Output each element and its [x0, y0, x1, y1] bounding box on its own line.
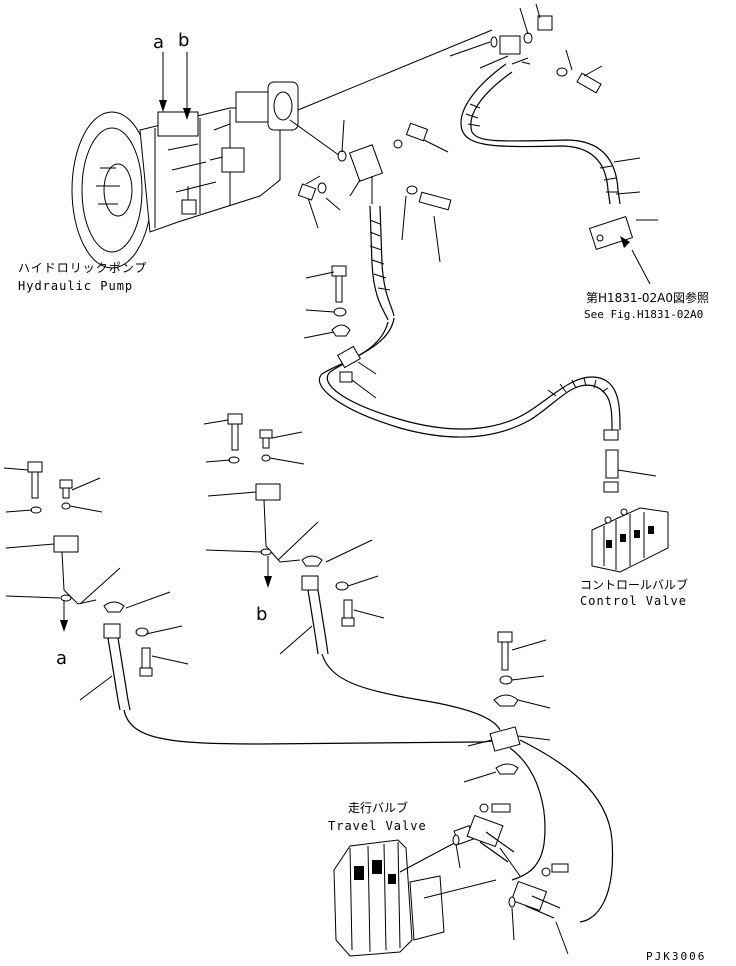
pump-label-en: Hydraulic Pump	[18, 279, 133, 293]
top-right-fittings	[297, 3, 658, 285]
marker-b-bottom: b	[256, 604, 267, 625]
pump-label-jp: ハイドロリックポンプ	[18, 261, 147, 275]
travel-valve-drawing	[333, 803, 569, 957]
control-valve-hose	[303, 205, 657, 493]
drawing-code: PJK3006	[646, 950, 706, 963]
marker-arrows-top	[159, 52, 191, 120]
marker-a-top: a	[153, 32, 164, 53]
reference-label-en: See Fig.H1831-02A0	[584, 308, 703, 321]
travel-valve-hoses	[123, 631, 614, 923]
control-valve-label-en: Control Valve	[580, 594, 687, 608]
travel-valve-label-en: Travel Valve	[328, 819, 427, 833]
pump-manifold-parts	[289, 119, 452, 263]
marker-a-bottom: a	[56, 648, 67, 669]
control-valve-label-jp: コントロールバルブ	[580, 577, 688, 592]
control-valve-drawing	[591, 507, 669, 573]
hydraulic-pump-drawing	[71, 81, 299, 269]
marker-b-top: b	[178, 30, 189, 51]
travel-valve-label-jp: 走行バルブ	[348, 800, 408, 815]
middle-bracket-group	[203, 413, 385, 655]
reference-label-jp: 第H1831-02A0図参照	[586, 290, 709, 305]
left-bracket-group	[3, 461, 189, 711]
